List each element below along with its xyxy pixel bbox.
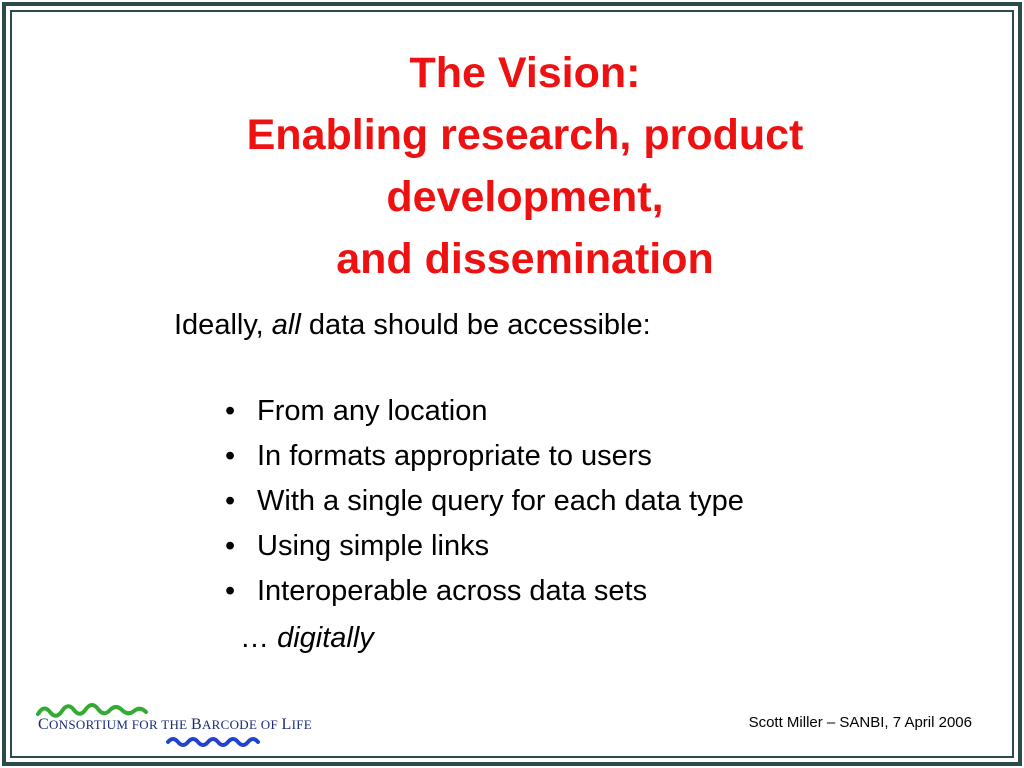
title-line: Enabling research, product xyxy=(246,111,804,159)
closing-text: … digitally xyxy=(240,616,374,660)
intro-text-after: data should be accessible: xyxy=(300,309,651,341)
bottom-wave xyxy=(166,737,260,747)
bullet-text: From any location xyxy=(257,395,488,427)
logo-letter: B xyxy=(190,716,202,733)
bullet-dot: • xyxy=(225,530,236,562)
title-line: and dissemination xyxy=(336,235,714,283)
logo-letter: L xyxy=(281,716,292,733)
closing-emphasis: digitally xyxy=(277,622,374,654)
bullet-item: • Interoperable across data sets xyxy=(222,569,744,614)
bullet-dot: • xyxy=(225,440,236,472)
logo-word: ARCODE OF xyxy=(201,717,282,732)
bullet-item: • From any location xyxy=(222,389,744,434)
bullet-text: Interoperable across data sets xyxy=(257,575,648,607)
title-line: The Vision: xyxy=(409,49,641,97)
logo-word: IFE xyxy=(291,717,313,732)
bullet-dot: • xyxy=(225,485,236,517)
slide-title: The Vision: Enabling research, product d… xyxy=(100,42,950,290)
bullet-text: In formats appropriate to users xyxy=(257,440,652,472)
logo-text: CONSORTIUM FOR THE BARCODE OF LIFE xyxy=(38,716,312,734)
intro-text: Ideally, all data should be accessible: xyxy=(174,303,651,347)
bullet-item: • With a single query for each data type xyxy=(222,479,744,524)
logo-letter: C xyxy=(38,716,49,733)
intro-text-before: Ideally, xyxy=(174,309,272,341)
bullet-list: • From any location • In formats appropria… xyxy=(222,389,744,614)
bullet-item: • Using simple links xyxy=(222,524,744,569)
bullet-text: With a single query for each data type xyxy=(257,485,744,517)
bullet-dot: • xyxy=(225,575,236,607)
slide-border-inner xyxy=(10,10,1014,758)
logo-waves-icon xyxy=(36,703,260,747)
closing-ellipsis: … xyxy=(240,622,278,654)
bullet-item: • In formats appropriate to users xyxy=(222,434,744,479)
cbol-logo: CONSORTIUM FOR THE BARCODE OF LIFE xyxy=(30,698,312,753)
title-line: development, xyxy=(386,173,664,221)
bullet-dot: • xyxy=(225,395,236,427)
top-wave xyxy=(36,703,148,718)
intro-text-emphasis: all xyxy=(271,309,301,341)
bullet-text: Using simple links xyxy=(257,530,490,562)
logo-word: ONSORTIUM FOR THE xyxy=(48,717,191,732)
footer-credit: Scott Miller – SANBI, 7 April 2006 xyxy=(748,714,972,731)
